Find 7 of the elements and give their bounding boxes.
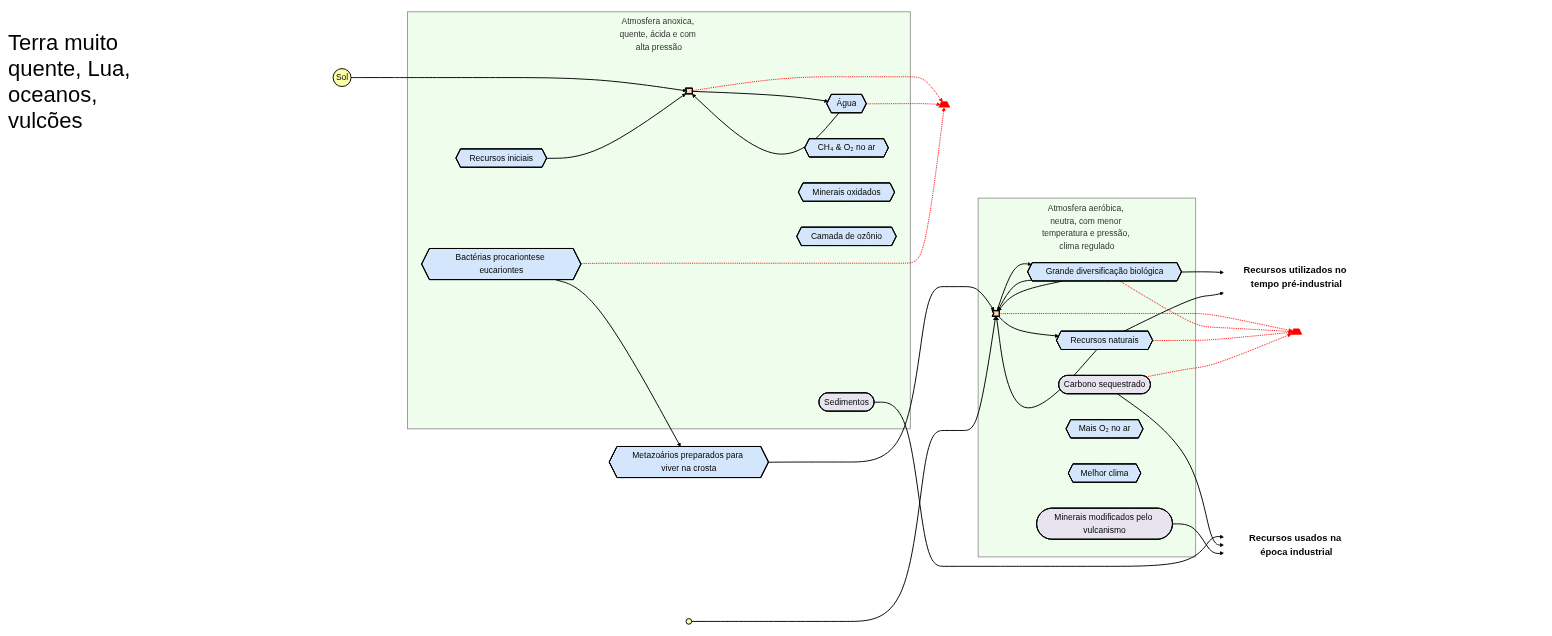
- node-circle: [685, 618, 693, 625]
- note-text: Terra muito quente, Lua, oceanos, vulcões: [8, 30, 132, 134]
- node-text: Recursos usados na época industrial: [1249, 532, 1342, 558]
- node-text: Recursos utilizados no tempo pré-industrial: [1243, 264, 1347, 289]
- node-circle: Sol: [332, 68, 352, 87]
- node-ground: [1290, 328, 1303, 335]
- node-ground: [938, 101, 951, 108]
